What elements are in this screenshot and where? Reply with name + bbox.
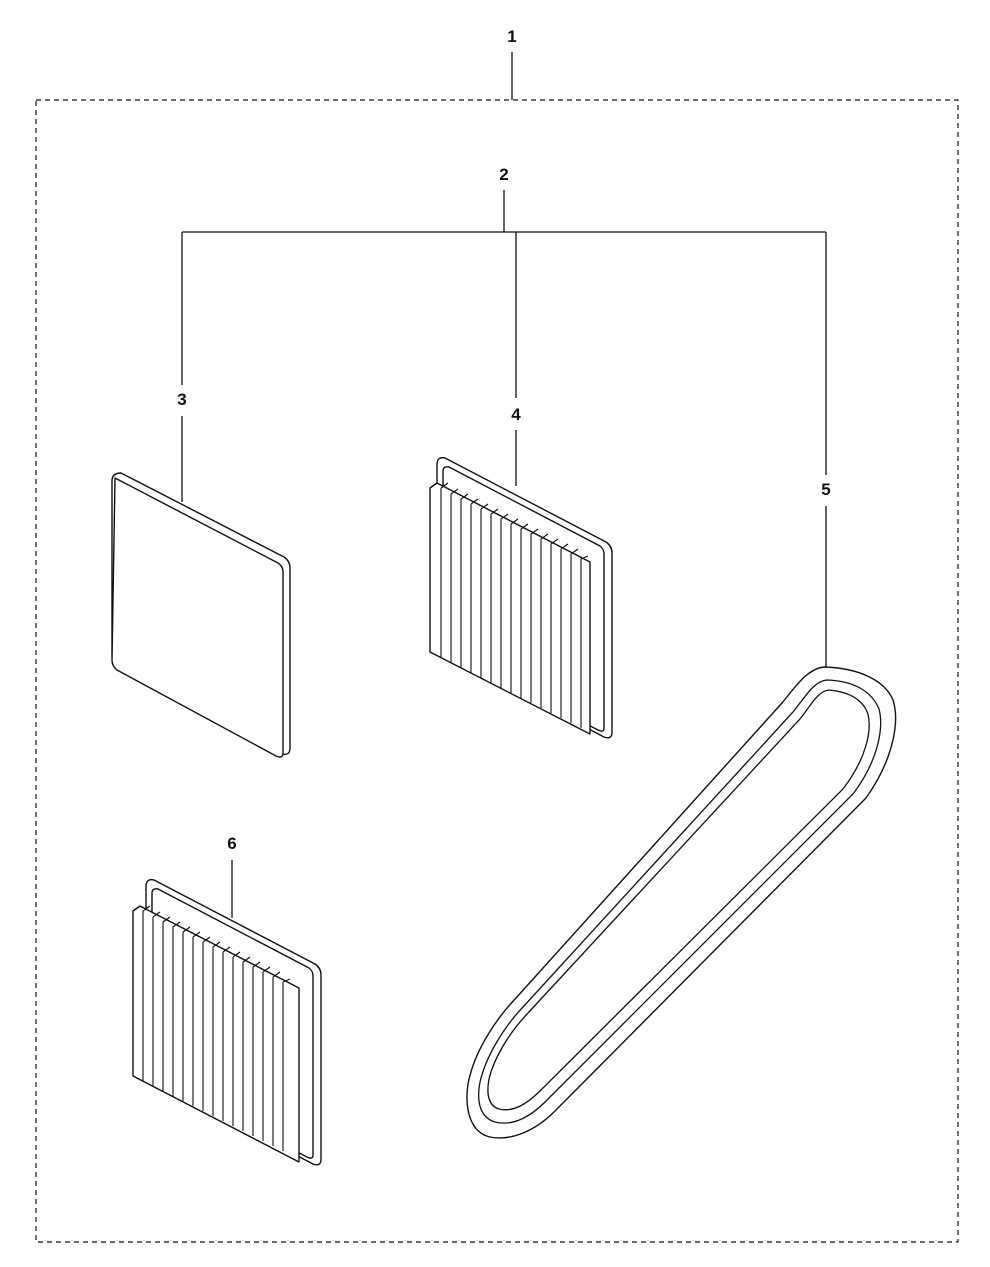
callout-3-label: 3	[177, 390, 186, 409]
kit-boundary	[35, 99, 959, 1243]
part-6-air-filter	[132, 878, 322, 1166]
callout-4-label: 4	[511, 405, 521, 424]
part-3-pre-filter-pad	[111, 472, 291, 758]
part-5-drive-belt	[466, 666, 897, 1139]
callout-2-label: 2	[499, 165, 508, 184]
callout-2-bracket	[181, 190, 827, 475]
callout-5-label: 5	[821, 480, 830, 499]
part-4-air-filter	[429, 456, 613, 739]
callout-6-label: 6	[227, 834, 236, 853]
callout-1-label: 1	[507, 27, 516, 46]
